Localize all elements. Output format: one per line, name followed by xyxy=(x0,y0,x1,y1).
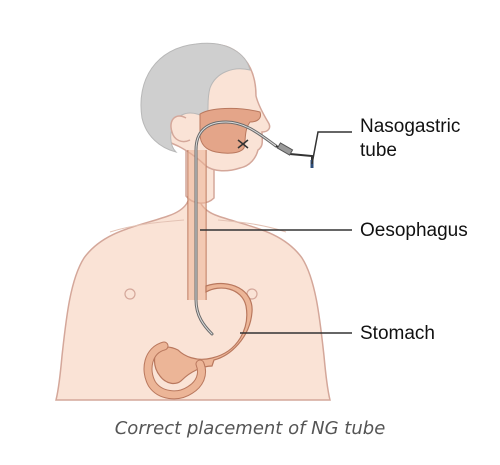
ng-tube-highlight xyxy=(195,121,277,335)
stomach xyxy=(153,282,253,385)
tape-marker xyxy=(237,139,249,149)
ear xyxy=(170,115,191,143)
collarbone-left xyxy=(109,219,185,233)
nasogastric-leader xyxy=(311,131,352,165)
nipple-left xyxy=(124,288,136,300)
nasal-oral-cavity xyxy=(199,107,261,154)
ng-tube-connector xyxy=(276,142,294,156)
figure-caption: Correct placement of NG tube xyxy=(114,418,386,439)
nasogastric-tube-label-line2: tube xyxy=(360,140,397,161)
stomach-label: Stomach xyxy=(360,323,435,344)
duodenum-fill xyxy=(144,342,206,399)
oesophagus-label: Oesophagus xyxy=(360,220,468,241)
nasogastric-tube-label-line1: Nasogastric xyxy=(360,116,461,137)
hair xyxy=(140,42,251,153)
